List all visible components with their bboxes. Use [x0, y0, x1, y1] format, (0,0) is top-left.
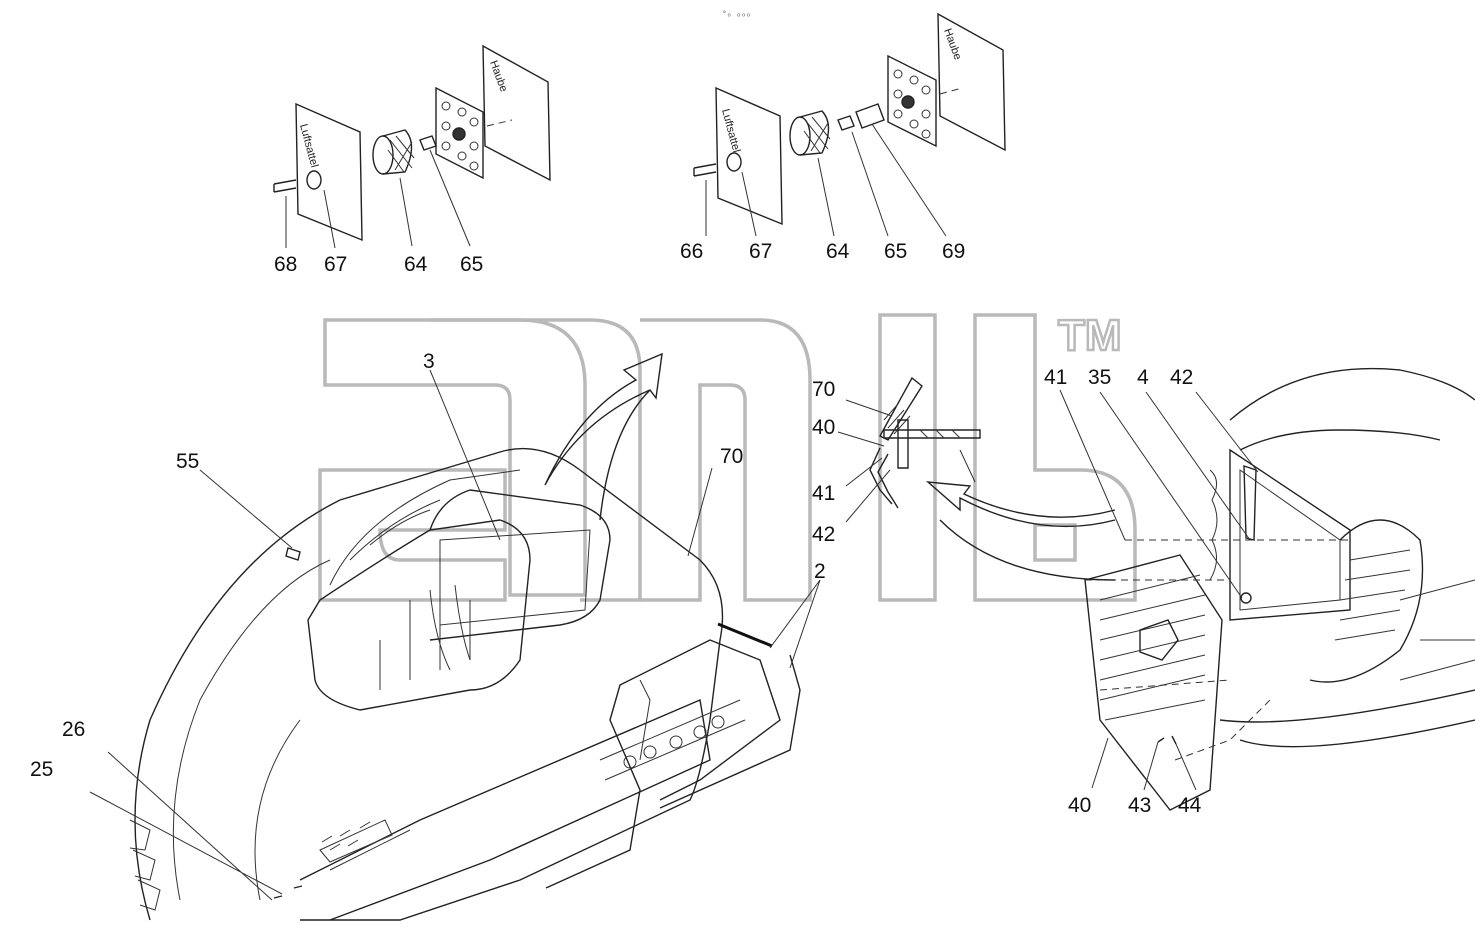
callout-41-section: 41 — [812, 482, 835, 505]
section-hood-edge — [879, 376, 923, 441]
watermark-logo: TM — [318, 310, 1137, 602]
detail-mount-b: Luftsattel Haube — [693, 12, 1006, 237]
callout-68: 68 — [274, 253, 297, 276]
callout-64-a: 64 — [404, 253, 428, 276]
washer-67-a — [306, 170, 322, 190]
callout-41-grille: 41 — [1044, 366, 1067, 389]
callout-4: 4 — [1137, 366, 1149, 389]
bolt-68 — [273, 179, 297, 193]
haube-label-b: Haube — [941, 27, 963, 62]
haube-sheet-b — [937, 12, 1006, 152]
perforated-plate-a — [435, 86, 484, 180]
header-mark: °ₒ ₒₒₒ — [722, 10, 751, 19]
grille-frame-4 — [1229, 448, 1351, 621]
callout-67-b: 67 — [749, 240, 772, 263]
callout-69: 69 — [942, 240, 965, 263]
hood-outline — [134, 447, 724, 921]
grille-assembly — [1059, 367, 1475, 811]
callout-65-b: 65 — [884, 240, 907, 263]
air-intake-panel — [307, 519, 531, 711]
nut-a — [419, 135, 437, 151]
bolt-66 — [693, 163, 717, 177]
rubber-buffer-b — [799, 110, 830, 156]
callout-26: 26 — [62, 718, 85, 741]
luftsattel-label-b: Luftsattel — [719, 108, 742, 154]
callout-42-grille: 42 — [1170, 366, 1193, 389]
headlight-housing — [1309, 519, 1424, 683]
callout-40-grille: 40 — [1068, 794, 1091, 817]
callout-43: 43 — [1128, 794, 1151, 817]
seal-strip-2a — [545, 639, 781, 889]
nut-b — [837, 115, 855, 131]
removal-arrow — [544, 352, 663, 486]
perforated-plate-b — [887, 54, 937, 148]
section-detail — [837, 376, 1116, 581]
detail-mount-a: Luftsattel Haube — [273, 44, 551, 249]
spacer-69 — [855, 103, 885, 129]
callout-64-b: 64 — [826, 240, 850, 263]
assembly-arrow — [925, 481, 1116, 528]
haube-label-a: Haube — [487, 59, 509, 94]
callout-2: 2 — [814, 560, 826, 583]
callout-40-section: 40 — [812, 416, 835, 439]
grille-panel-40 — [1084, 554, 1223, 811]
callout-65-a: 65 — [460, 253, 483, 276]
callout-35: 35 — [1088, 366, 1111, 389]
washer-67-b — [726, 152, 742, 172]
clip-55 — [285, 547, 301, 561]
cab-roof — [1229, 367, 1475, 421]
hood-window-3 — [429, 489, 611, 641]
callout-55: 55 — [176, 450, 199, 473]
callout-44: 44 — [1178, 794, 1202, 817]
hood-assembly — [89, 352, 821, 921]
callout-42-section: 42 — [812, 523, 835, 546]
callout-70-section: 70 — [812, 378, 835, 401]
callout-25: 25 — [30, 758, 53, 781]
luftsattel-sheet-a — [295, 102, 363, 242]
rubber-buffer-a — [382, 129, 413, 175]
seal-strip-2b — [717, 622, 773, 648]
luftsattel-sheet-b — [715, 86, 783, 226]
callout-66: 66 — [680, 240, 703, 263]
luftsattel-label-a: Luftsattel — [297, 123, 320, 169]
haube-sheet-a — [482, 44, 551, 182]
callout-labels: 68 67 64 65 66 67 64 65 69 3 55 70 2 26 … — [30, 240, 1202, 817]
hinge-bracket — [1243, 465, 1257, 541]
callout-67-a: 67 — [324, 253, 347, 276]
side-rail — [299, 699, 711, 921]
watermark-trademark: TM — [1058, 311, 1122, 360]
grille-emblem — [1139, 619, 1179, 661]
callout-3: 3 — [423, 350, 435, 373]
section-bolt — [897, 419, 909, 469]
callout-70-hood: 70 — [720, 445, 743, 468]
